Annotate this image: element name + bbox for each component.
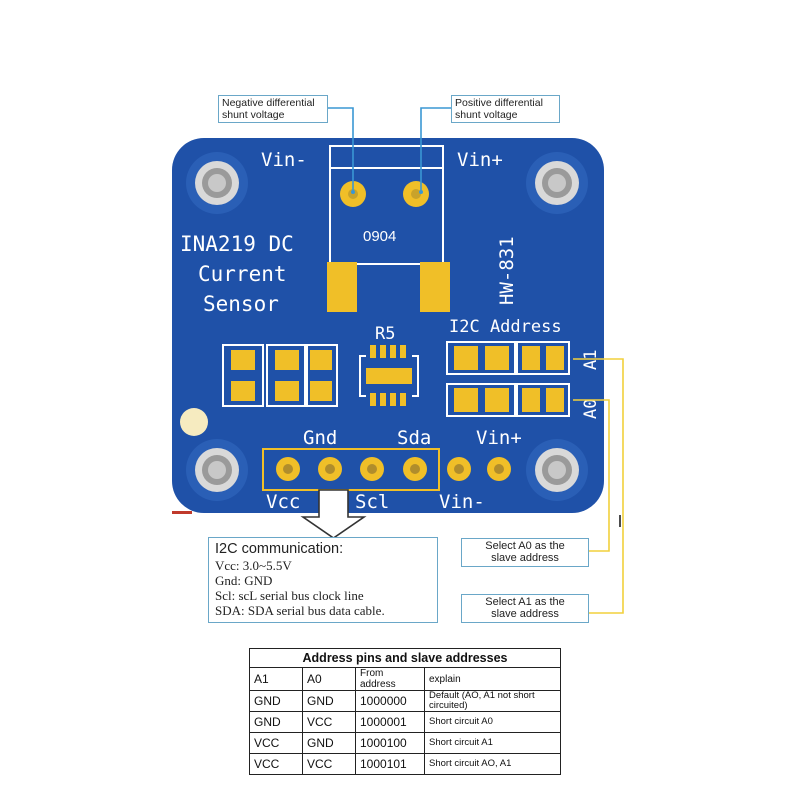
screw-terminal: 0904 <box>329 145 444 265</box>
pin-vcc-label: Vcc <box>266 491 300 513</box>
leader-a1 <box>573 358 624 614</box>
callout-negative-shunt: Negative differential shunt voltage <box>218 95 328 123</box>
vin-minus-top-label: Vin- <box>261 149 307 171</box>
address-jumper-a1 <box>446 341 570 375</box>
board-model-label: HW-831 <box>496 236 518 305</box>
i2c-communication-box: I2C communication: Vcc: 3.0~5.5V Gnd: GN… <box>208 537 438 623</box>
cell-address: 1000001 <box>355 711 425 733</box>
fiducial-mark <box>180 408 208 436</box>
address-jumper-a0 <box>446 383 570 417</box>
callout-positive-line1: Positive differential <box>455 97 543 109</box>
callout-select-a1: Select A1 as the slave address <box>461 594 589 623</box>
pcb-board <box>172 138 604 513</box>
mounting-hole-bottom-right <box>526 439 588 501</box>
cell-explain: Short circuit A0 <box>424 711 561 733</box>
mounting-hole-top-right <box>526 152 588 214</box>
cell-a1: VCC <box>249 753 303 775</box>
board-title-line2: Current <box>198 262 287 286</box>
cell-explain: Default (AO, A1 not short circuited) <box>424 690 561 712</box>
i2c-address-label: I2C Address <box>449 317 562 337</box>
pin-sda <box>403 457 427 481</box>
i2c-pin-group-outline <box>262 448 440 491</box>
terminal-pad-right <box>420 262 450 312</box>
cell-a0: VCC <box>302 753 356 775</box>
leader-positive <box>420 107 451 192</box>
i2c-line-scl: Scl: scL serial bus clock line <box>215 588 364 603</box>
cell-a0: VCC <box>302 711 356 733</box>
header-a0: A0 <box>302 667 356 691</box>
header-explain: explain <box>424 667 561 691</box>
leader-negative <box>327 107 354 192</box>
cell-a0: GND <box>302 690 356 712</box>
ic-footprint <box>359 345 419 406</box>
callout-a0-line1: Select A0 as the <box>485 540 565 552</box>
table-title: Address pins and slave addresses <box>249 648 561 668</box>
mounting-hole-bottom-left <box>186 439 248 501</box>
callout-a0-line2: slave address <box>491 551 559 564</box>
pin-gnd-label: Gnd <box>303 427 337 449</box>
i2c-line-gnd: Gnd: GND <box>215 573 273 588</box>
table-header-row: A1 A0 From address explain <box>249 667 561 691</box>
address-table: Address pins and slave addresses A1 A0 F… <box>249 648 561 775</box>
leader-a0 <box>573 399 610 552</box>
i2c-box-header: I2C communication: <box>215 541 344 557</box>
terminal-code-label: 0904 <box>363 228 396 245</box>
callout-select-a0: Select A0 as the slave address <box>461 538 589 567</box>
callout-a1-line2: slave address <box>491 607 559 620</box>
cell-address: 1000101 <box>355 753 425 775</box>
cell-a1: GND <box>249 711 303 733</box>
i2c-line-vcc: Vcc: 3.0~5.5V <box>215 558 292 573</box>
board-title-line3: Sensor <box>203 292 279 316</box>
pin-vin-minus-label: Vin- <box>439 491 485 513</box>
cell-a0: GND <box>302 732 356 754</box>
table-row: GND GND 1000000 Default (AO, A1 not shor… <box>249 690 561 712</box>
cell-address: 1000100 <box>355 732 425 754</box>
board-title-line1: INA219 DC <box>180 232 294 256</box>
callout-positive-shunt: Positive differential shunt voltage <box>451 95 560 123</box>
pin-sda-label: Sda <box>397 427 431 449</box>
table-row: VCC VCC 1000101 Short circuit AO, A1 <box>249 753 561 775</box>
callout-negative-line1: Negative differential <box>222 97 315 109</box>
pin-gnd <box>318 457 342 481</box>
mounting-hole-top-left <box>186 152 248 214</box>
pin-scl <box>360 457 384 481</box>
header-from-address: From address <box>355 667 425 691</box>
a0-label: A0 <box>581 399 601 419</box>
callout-a1-line1: Select A1 as the <box>485 596 565 608</box>
resistor-label: R5 <box>375 324 395 344</box>
i2c-line-sda: SDA: SDA serial bus data cable. <box>215 603 385 618</box>
header-pins <box>276 457 511 481</box>
callout-negative-line2: shunt voltage <box>222 109 285 121</box>
cell-a1: VCC <box>249 732 303 754</box>
header-a1: A1 <box>249 667 303 691</box>
cell-explain: Short circuit A1 <box>424 732 561 754</box>
table-row: GND VCC 1000001 Short circuit A0 <box>249 711 561 733</box>
pin-vcc <box>276 457 300 481</box>
table-row: VCC GND 1000100 Short circuit A1 <box>249 732 561 754</box>
vin-plus-top-label: Vin+ <box>457 149 503 171</box>
cell-address: 1000000 <box>355 690 425 712</box>
cell-a1: GND <box>249 690 303 712</box>
cell-explain: Short circuit AO, A1 <box>424 753 561 775</box>
arrow-down-icon <box>300 489 367 539</box>
terminal-pad-left <box>327 262 357 312</box>
pin-vin-plus <box>487 457 511 481</box>
pin-vin-plus-label: Vin+ <box>476 427 522 449</box>
callout-positive-line2: shunt voltage <box>455 109 518 121</box>
pin-vin-minus <box>447 457 471 481</box>
pin-scl-label: Scl <box>355 491 389 513</box>
passive-components <box>222 344 338 407</box>
